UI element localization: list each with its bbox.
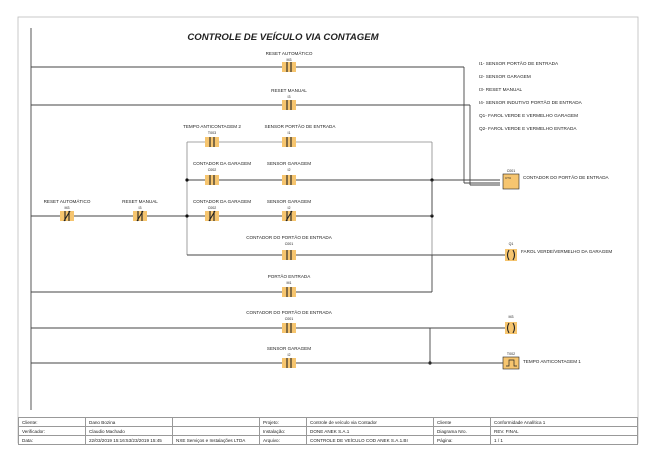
diagram-title: CONTROLE DE VEÍCULO VIA CONTAGEM: [187, 32, 379, 43]
title-block-row: Cliente: Dano Bozina Projeto: Controle d…: [18, 417, 638, 427]
title-block-row: Data: 22/03/2019 15:16:53/23/2019 15:45 …: [18, 435, 638, 445]
contador-garagem-2-tag: C002: [208, 206, 217, 210]
legend-item: I4- SENSOR INDUTIVO PORTÃO DE ENTRADA: [479, 99, 583, 105]
contact-reset-manual[interactable]: [282, 100, 296, 110]
tb-cell: Controle de veículo via Contador: [306, 417, 434, 427]
contador-garagem-label: CONTADOR DA GARAGEM: [193, 161, 251, 166]
timer-block-t002[interactable]: [502, 356, 520, 370]
tb-cell: Cliente:: [18, 417, 86, 427]
tb-cell: CONTROLE DE VEÍCULO COD ANEK S.A.1.BI: [306, 435, 434, 445]
reset-auto-2-tag: M3: [65, 206, 70, 210]
contact-portao-entrada[interactable]: [282, 287, 296, 297]
rung-contador-garagem-1: CONTADOR DA GARAGEM C002 SENSOR GARAGEM …: [185, 161, 500, 185]
reset-manual-tag: I3: [288, 95, 291, 99]
legend-item: I1- SENSOR PORTÃO DE ENTRADA: [479, 60, 559, 66]
tb-cell: REV. FINAL: [490, 426, 638, 436]
legend-item: Q2- FAROL VERDE E VERMELHO ENTRADA: [479, 126, 577, 131]
timer-label: TEMPO ANTICONTAGEM 1: [523, 359, 581, 364]
legend-item: I2- SENSOR GARAGEM: [479, 74, 531, 79]
legend-item: Q1- FAROL VERDE E VERMELHO GARAGEM: [479, 113, 578, 118]
legend-item: I3- RESET MANUAL: [479, 87, 523, 92]
reset-manual-2-label: RESET MANUAL: [122, 199, 158, 204]
sensor-garagem-2-label: SENSOR GARAGEM: [267, 199, 311, 204]
tempo2-tag: T003: [208, 131, 216, 135]
reset-auto-tag: M3: [287, 58, 292, 62]
sensor-garagem-tag: I2: [288, 168, 291, 172]
tb-cell: 1 / 1: [490, 435, 638, 445]
portao-entrada-tag: M1: [287, 281, 292, 285]
sensor-garagem-3-label: SENSOR GARAGEM: [267, 346, 311, 351]
counter-block-pins: CTU: [505, 176, 511, 180]
tb-cell: Claudio Machado: [85, 426, 173, 436]
contador-portao-2-label: CONTADOR DO PORTÃO DE ENTRADA: [246, 309, 333, 315]
reset-manual-label: RESET MANUAL: [271, 88, 307, 93]
contador-garagem-tag: C002: [208, 168, 217, 172]
tb-cell: DONE ANEK S.A.1: [306, 426, 434, 436]
tb-cell: Instalação:: [259, 426, 307, 436]
counter-block-label: CONTADOR DO PORTÃO DE ENTRADA: [523, 174, 610, 180]
reset-auto-label: RESET AUTOMÁTICO: [266, 50, 313, 56]
timer-tag: T002: [507, 352, 515, 356]
tb-cell: Projeto:: [259, 417, 307, 427]
tb-cell: Conformidade Analítica 1: [490, 417, 638, 427]
sensor-garagem-3-tag: I2: [288, 353, 291, 357]
tb-cell: Arquivo:: [259, 435, 307, 445]
tb-cell: [172, 426, 260, 436]
tb-cell: 22/03/2019 15:16:53/23/2019 15:45: [85, 435, 173, 445]
sheet-border: [17, 16, 639, 444]
tb-cell: NXE Serviços e Instalações LTDA: [172, 435, 260, 445]
contador-portao-tag: C001: [285, 242, 294, 246]
rung-m3: CONTADOR DO PORTÃO DE ENTRADA C001 M3: [31, 309, 517, 365]
tb-cell: Data:: [18, 435, 86, 445]
contact-sensor-garagem-3[interactable]: [282, 358, 296, 368]
contact-reset-auto-2[interactable]: [60, 210, 74, 222]
io-legend: I1- SENSOR PORTÃO DE ENTRADA I2- SENSOR …: [479, 60, 583, 131]
contact-tempo-anticontagem-2[interactable]: [205, 137, 219, 147]
coil-farol-q1[interactable]: [505, 249, 517, 261]
title-block: Cliente: Dano Bozina Projeto: Controle d…: [18, 417, 638, 445]
contact-contador-garagem-1[interactable]: [205, 175, 219, 185]
tb-cell: Página:: [433, 435, 491, 445]
rung-reset-automatico: RESET AUTOMÁTICO M3: [31, 50, 465, 183]
portao-entrada-label: PORTÃO ENTRADA: [268, 273, 311, 279]
contact-sensor-garagem-1[interactable]: [282, 175, 296, 185]
sensor-garagem-label: SENSOR GARAGEM: [267, 161, 311, 166]
contact-contador-garagem-2[interactable]: [205, 210, 219, 222]
title-block-row: Verificador: Claudio Machado Instalação:…: [18, 426, 638, 436]
rung-timer: SENSOR GARAGEM I2 T002 TEMPO ANTICONTAGE…: [31, 346, 581, 370]
farol-coil-tag: Q1: [509, 242, 514, 246]
contact-sensor-portao[interactable]: [282, 137, 296, 147]
reset-auto-2-label: RESET AUTOMÁTICO: [44, 198, 91, 204]
tb-cell: Verificador:: [18, 426, 86, 436]
tb-cell: Dano Bozina: [85, 417, 173, 427]
counter-block-c001[interactable]: C001 CTU CONTADOR DO PORTÃO DE ENTRADA: [502, 169, 610, 190]
m3-coil-tag: M3: [509, 315, 514, 319]
contador-garagem-2-label: CONTADOR DA GARAGEM: [193, 199, 251, 204]
tb-cell: [172, 417, 260, 427]
tempo2-label: TEMPO ANTICONTAGEM 2: [183, 124, 241, 129]
sensor-portao-label: SENSOR PORTÃO DE ENTRADA: [265, 123, 337, 129]
contact-contador-portao-2[interactable]: [282, 323, 296, 333]
contact-sensor-garagem-2[interactable]: [282, 210, 296, 222]
rung-reset-manual: RESET MANUAL I3: [31, 88, 471, 185]
coil-m3[interactable]: [505, 322, 517, 334]
contact-reset-auto[interactable]: [282, 62, 296, 72]
tb-cell: Cliente: [433, 417, 491, 427]
contact-contador-portao[interactable]: [282, 250, 296, 260]
sensor-portao-tag: I1: [288, 131, 291, 135]
rung-tempo-anticontagem: TEMPO ANTICONTAGEM 2 T003 SENSOR PORTÃO …: [183, 123, 336, 147]
contador-portao-2-tag: C001: [285, 317, 294, 321]
reset-manual-2-tag: I3: [139, 206, 142, 210]
rung-main: RESET AUTOMÁTICO M3 RESET MANUAL I3 CONT…: [31, 180, 500, 222]
sensor-garagem-2-tag: I2: [288, 206, 291, 210]
counter-block-tag: C001: [507, 169, 516, 173]
farol-coil-label: FAROL VERDE/VERMELHO DA GARAGEM: [521, 249, 612, 254]
tb-cell: Diagrama Nro.: [433, 426, 491, 436]
rung-portao-entrada: PORTÃO ENTRADA M1: [31, 255, 433, 297]
rung-farol: CONTADOR DO PORTÃO DE ENTRADA C001 Q1 FA…: [187, 234, 612, 261]
contact-reset-manual-2[interactable]: [133, 210, 147, 222]
contador-portao-label: CONTADOR DO PORTÃO DE ENTRADA: [246, 234, 333, 240]
